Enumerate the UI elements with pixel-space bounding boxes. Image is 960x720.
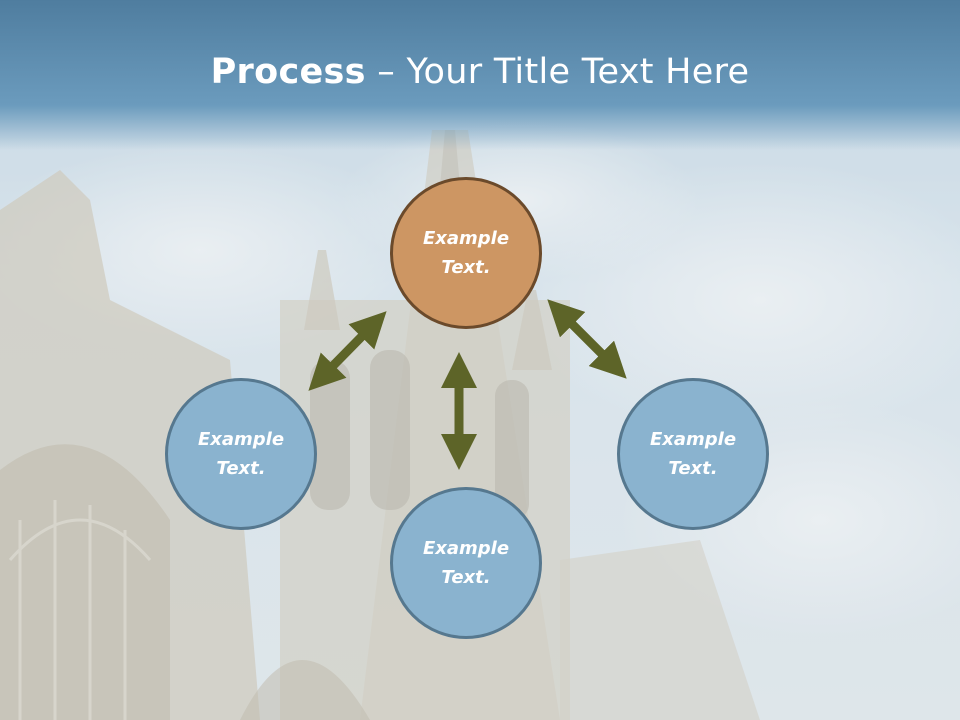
node-right-label: Example Text. [649,429,737,479]
node-center-label: Example Text. [422,228,510,278]
title-bar [0,0,960,150]
title-bold: Process [210,52,366,92]
node-bottom[interactable]: Example Text. [390,487,542,639]
slide-title: Process – Your Title Text Here [0,52,960,92]
node-bottom-label: Example Text. [422,538,510,588]
arrow-center-right [547,299,627,379]
node-left[interactable]: Example Text. [165,378,317,530]
node-center[interactable]: Example Text. [390,177,542,329]
title-rest: – Your Title Text Here [365,52,750,92]
node-right[interactable]: Example Text. [617,378,769,530]
node-left-label: Example Text. [197,429,285,479]
arrow-center-left [308,311,387,391]
